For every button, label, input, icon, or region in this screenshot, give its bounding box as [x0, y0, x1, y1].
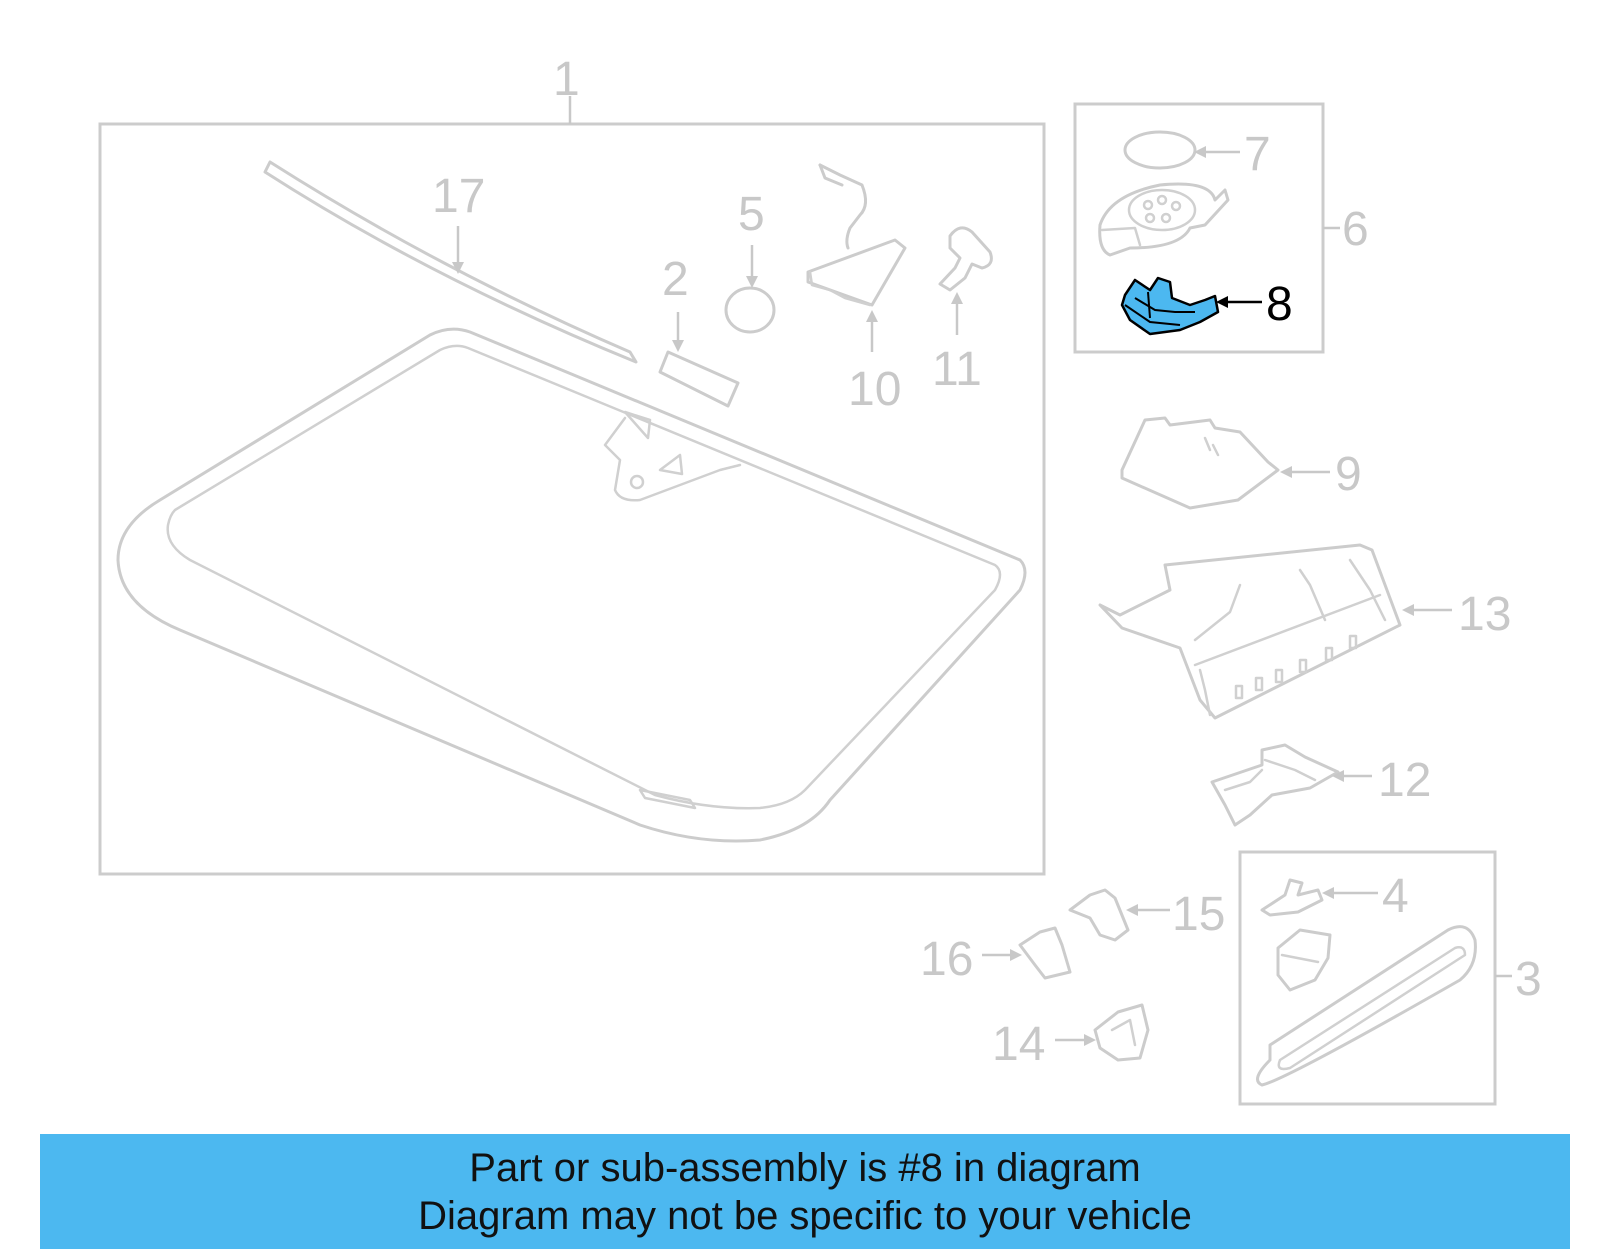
arrow-17	[452, 262, 464, 274]
arrow-12	[1332, 770, 1344, 782]
arrow-13	[1402, 604, 1414, 616]
part-16-clip[interactable]: 16	[920, 926, 1072, 986]
banner-line-part: Part or sub-assembly is #8 in diagram	[469, 1146, 1141, 1190]
callout-12[interactable]: 12	[1378, 754, 1431, 807]
group-6-box: 6	[1073, 102, 1369, 354]
callout-8[interactable]: 8	[1266, 278, 1293, 331]
part-5-circle[interactable]: 5	[724, 188, 776, 334]
part-6-rain-sensor[interactable]	[1098, 182, 1230, 257]
info-banner: Part or sub-assembly is #8 in diagram Di…	[40, 1134, 1570, 1249]
arrow-16	[1010, 949, 1022, 961]
callout-7[interactable]: 7	[1244, 128, 1271, 181]
part-windshield-glass[interactable]	[116, 327, 1027, 843]
arrow-11	[951, 292, 963, 304]
part-12-bracket[interactable]: 12	[1210, 743, 1431, 827]
callout-15[interactable]: 15	[1172, 888, 1225, 941]
arrow-4	[1322, 887, 1334, 899]
callout-1[interactable]: 1	[553, 53, 580, 106]
part-8-highlighted[interactable]: 8	[1120, 276, 1293, 336]
mirror-assembly-box	[1238, 850, 1497, 1106]
group-3-box: 3	[1238, 850, 1542, 1106]
callout-14[interactable]: 14	[992, 1018, 1045, 1071]
banner-line-disclaimer: Diagram may not be specific to your vehi…	[418, 1194, 1192, 1238]
callout-16[interactable]: 16	[920, 933, 973, 986]
part-3-mirror[interactable]	[1256, 925, 1477, 1087]
part-9-module[interactable]: 9	[1120, 416, 1362, 510]
callout-2[interactable]: 2	[662, 253, 689, 306]
part-4-clip[interactable]: 4	[1260, 870, 1409, 923]
part-15-clip[interactable]: 15	[1068, 888, 1225, 942]
arrow-7	[1194, 146, 1206, 158]
callout-6[interactable]: 6	[1342, 203, 1369, 256]
part-2-pad[interactable]: 2	[658, 253, 740, 408]
arrow-9	[1280, 466, 1292, 478]
arrow-14	[1084, 1034, 1096, 1046]
callout-3[interactable]: 3	[1515, 953, 1542, 1006]
callout-10[interactable]: 10	[848, 363, 901, 416]
part-11-clip[interactable]: 11	[932, 226, 993, 396]
callout-9[interactable]: 9	[1335, 448, 1362, 501]
part-14-clip[interactable]: 14	[992, 1003, 1150, 1071]
group-windshield-assembly: 1	[98, 53, 1046, 876]
callout-17[interactable]: 17	[432, 170, 485, 223]
part-17-molding[interactable]: 17	[263, 160, 638, 364]
callout-4[interactable]: 4	[1382, 870, 1409, 923]
callout-11[interactable]: 11	[932, 343, 982, 396]
arrow-15	[1126, 904, 1138, 916]
windshield-assembly-box	[98, 122, 1046, 876]
part-13-console[interactable]: 13	[1098, 543, 1511, 720]
arrow-5	[746, 276, 758, 288]
callout-5[interactable]: 5	[738, 188, 765, 241]
part-7-ring[interactable]: 7	[1123, 128, 1271, 181]
arrow-10	[866, 310, 878, 322]
arrow-8	[1216, 296, 1228, 308]
part-10-bracket[interactable]: 10	[806, 163, 907, 416]
arrow-2	[672, 340, 684, 352]
callout-13[interactable]: 13	[1458, 588, 1511, 641]
